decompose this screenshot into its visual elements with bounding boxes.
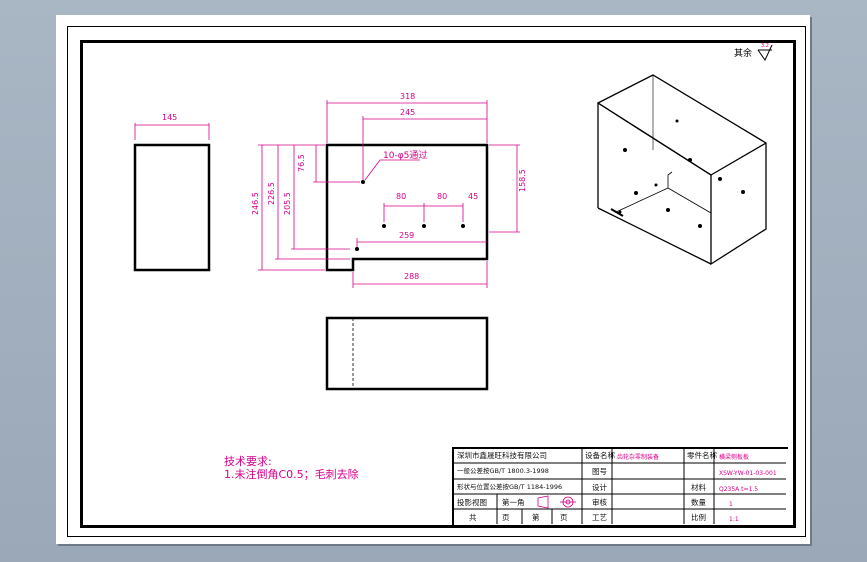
label-page: 页: [502, 513, 510, 522]
roughness-label: 其余: [734, 47, 752, 59]
side-view: 145: [133, 113, 211, 272]
standard-tolerance: 一般公差按GB/T 1800.3-1998: [457, 467, 549, 475]
drawing-number: XSW-YW-01-03-001: [719, 470, 777, 477]
roughness-symbol: 其余 3.2: [734, 43, 773, 61]
part-name: 横梁侧板板: [719, 454, 750, 461]
quantity: 1: [729, 501, 733, 508]
drawing-border: [80, 40, 796, 528]
label-ratio: 比例: [691, 513, 706, 522]
label-first-angle: 第一角: [502, 498, 525, 507]
dim-height-2: 205.5: [283, 192, 292, 215]
tech-req-title: 技术要求:: [224, 455, 272, 468]
label-design: 设计: [592, 483, 607, 492]
label-check: 审核: [592, 498, 607, 507]
outer-frame: [67, 26, 806, 537]
dim-pitch-2: 80: [437, 192, 447, 201]
dim-height-right: 158.5: [518, 169, 527, 192]
isometric-holes: [618, 119, 745, 228]
label-part-name: 零件名称: [687, 451, 717, 460]
dim-pitch-1: 80: [396, 192, 406, 201]
equipment-name: 齿轮杂零制装备: [617, 454, 660, 461]
front-view: 318 245 158.5 246.5 226.5 205.5 76.5 80 …: [251, 92, 527, 288]
ratio: 1:1: [729, 516, 739, 523]
tech-req-line1: 1.未注倒角C0.5；毛刺去除: [224, 468, 359, 481]
label-quantity: 数量: [691, 498, 706, 507]
standard-geometric: 形状与位置公差按GB/T 1184-1996: [457, 483, 563, 491]
dim-height-4: 246.5: [251, 192, 260, 215]
isometric-view: [596, 74, 767, 266]
title-block-grid: [452, 447, 786, 524]
label-sheet: 第: [532, 513, 540, 522]
material: Q235A t=1.5: [719, 486, 759, 493]
dim-overall-length: 318: [400, 92, 415, 101]
top-view: [325, 316, 489, 391]
dim-height-1: 76.5: [297, 154, 306, 172]
hole-callout: 10-φ5通过: [383, 149, 427, 161]
company-name: 深圳市鑫晟旺科技有限公司: [457, 451, 547, 460]
label-sheet-page: 页: [560, 513, 568, 522]
title-block: 深圳市鑫晟旺科技有限公司 设备名称 齿轮杂零制装备 零件名称 横梁侧板板 一般公…: [452, 447, 788, 526]
label-equipment-name: 设备名称: [585, 451, 615, 460]
roughness-value: 3.2: [761, 43, 769, 49]
dim-hole-row: 259: [399, 231, 414, 240]
label-material: 材料: [691, 483, 706, 492]
dim-base-length: 288: [404, 272, 419, 281]
dim-hole-span: 245: [400, 108, 415, 117]
label-total: 共: [469, 513, 477, 522]
dim-pitch-3: 45: [468, 192, 478, 201]
dim-side-width: 145: [162, 113, 177, 122]
label-projection: 投影视图: [457, 498, 487, 507]
label-process: 工艺: [592, 513, 607, 522]
dim-height-3: 226.5: [267, 182, 276, 205]
label-drawing-no: 图号: [592, 467, 607, 476]
